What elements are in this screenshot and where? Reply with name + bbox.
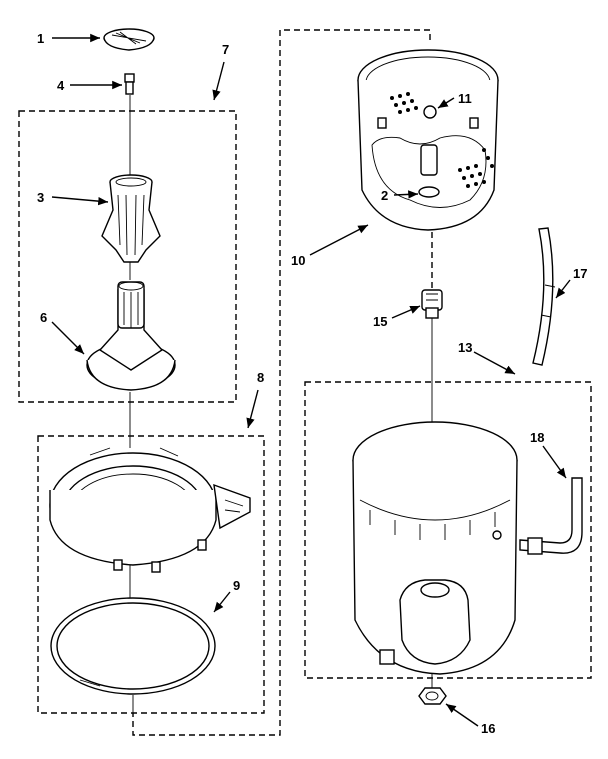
part-15-coupling: [421, 289, 443, 319]
part-4-bolt: [124, 73, 135, 95]
leader-18: [542, 445, 567, 479]
group-box-13: [304, 381, 592, 679]
leader-8: [246, 389, 259, 429]
callout-7: 7: [222, 42, 229, 57]
callout-8: 8: [257, 370, 264, 385]
part-13-outer-tub: [352, 421, 518, 675]
leader-16: [445, 703, 479, 727]
leader-3: [51, 196, 109, 206]
leader-11: [437, 97, 455, 109]
leader-2: [393, 190, 419, 199]
leader-6: [51, 321, 85, 355]
part-3-agitator-barrel: [101, 174, 161, 263]
callout-4: 4: [57, 78, 65, 93]
connector-path: [132, 29, 431, 736]
callout-6: 6: [40, 310, 47, 325]
leader-9: [213, 591, 231, 613]
leader-15: [391, 305, 421, 319]
group-box-7: [18, 110, 237, 403]
callout-18: 18: [530, 430, 544, 445]
part-1-agitator-cap: [103, 28, 155, 51]
leader-17: [555, 279, 571, 299]
callout-15: 15: [373, 314, 387, 329]
part-16-nut: [418, 687, 447, 705]
callout-9: 9: [233, 578, 240, 593]
callout-13: 13: [458, 340, 472, 355]
callout-1: 1: [37, 31, 44, 46]
group-box-8: [37, 435, 265, 714]
leader-13: [473, 351, 516, 375]
leader-7: [212, 61, 225, 101]
callout-2: 2: [381, 188, 388, 203]
part-17-hose: [532, 227, 556, 366]
part-18-drain-elbow: [519, 477, 583, 555]
part-6-agitator-base: [86, 281, 176, 391]
leader-10: [309, 224, 369, 256]
callout-16: 16: [481, 721, 495, 736]
callout-11: 11: [458, 91, 472, 106]
callout-10: 10: [291, 253, 305, 268]
callout-17: 17: [573, 266, 587, 281]
part-8-tub-ring: [49, 447, 251, 573]
part-10-spin-basket: [357, 49, 499, 231]
part-9-snap-ring: [50, 597, 216, 695]
callout-3: 3: [37, 190, 44, 205]
